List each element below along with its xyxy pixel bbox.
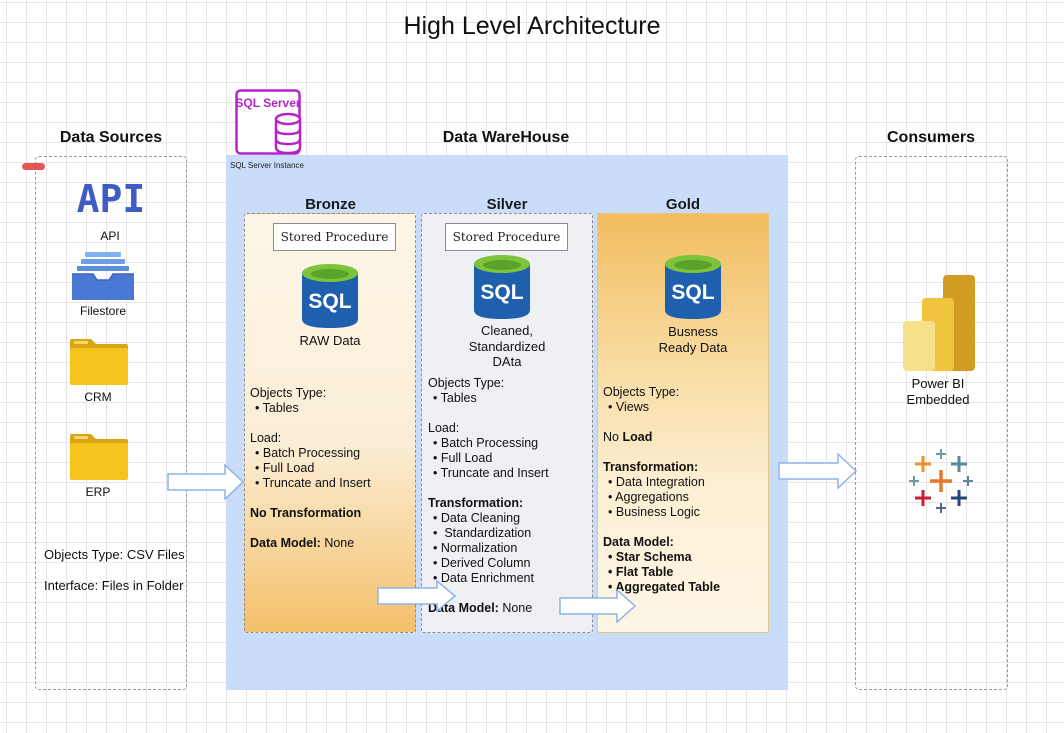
sources-objects-type: Objects Type: CSV Files [44,547,185,562]
api-icon: API [74,176,148,221]
sources-interface: Interface: Files in Folder [44,578,184,593]
silver-transformation-item: Data Enrichment [428,571,549,586]
bronze-data-model: Data Model: None [250,536,371,551]
gold-transformation-item: Aggregations [603,490,720,505]
silver-stored-procedure: Stored Procedure [445,223,568,251]
gold-data-model-item: Aggregated Table [603,580,720,595]
red-marker [22,163,45,170]
silver-transformation-item: Normalization [428,541,549,556]
gold-object-item: Views [603,400,720,415]
gold-transformation-item: Business Logic [603,505,720,520]
data-sources-container [35,156,187,690]
silver-transformation-header: Transformation: [428,496,524,510]
gold-data-model-header: Data Model: [603,535,674,549]
silver-transformation-item: Data Cleaning [428,511,549,526]
bronze-objects-header: Objects Type: [250,386,327,400]
arrow-warehouse-to-consumers [778,452,858,490]
silver-load-item: Batch Processing [428,436,549,451]
silver-caption-line: Cleaned, [480,323,534,338]
source-label-crm: CRM [84,390,112,404]
sql-server-logo-text: SQL Server [235,96,300,110]
silver-load-item: Full Load [428,451,549,466]
silver-transformation-item: Derived Column [428,556,549,571]
silver-objects-header: Objects Type: [428,376,505,390]
gold-title: Gold [665,196,701,213]
bronze-load-item: Full Load [250,461,371,476]
silver-caption-line: DAta [492,354,522,369]
sql-server-icon: SQL Server [235,89,303,156]
filestore-tray-icon [71,250,135,302]
power-bi-label: Power BI Embedded [888,376,988,407]
bronze-object-item: Tables [250,401,371,416]
bronze-load-header: Load: [250,431,282,445]
data-warehouse-header: Data WareHouse [442,129,570,146]
silver-data-model-value: None [502,601,533,615]
power-bi-label-line: Power BI [911,376,965,391]
bronze-sql-icon-text: SQL [308,290,351,313]
bronze-caption: RAW Data [250,333,410,349]
silver-sql-icon-text: SQL [480,281,523,304]
consumers-container [855,156,1008,690]
silver-transformation-item: Standardization [428,526,549,541]
bronze-load-item: Truncate and Insert [250,476,371,491]
silver-caption: Cleaned, Standardized DAta [421,323,593,370]
gold-load-word: Load [622,430,653,444]
silver-object-item: Tables [428,391,549,406]
gold-data-model-item: Flat Table [603,565,720,580]
gold-caption: Busness Ready Data [613,324,773,355]
bronze-title: Bronze [305,196,356,213]
source-label-erp: ERP [85,485,111,499]
bronze-data-model-label: Data Model: [250,536,321,550]
tableau-icon [906,448,976,514]
gold-details: Objects Type: Views No Load Transformati… [603,385,720,595]
api-logo-text: API [77,177,146,220]
gold-sql-database-icon: SQL [663,253,723,321]
bronze-details: Objects Type: Tables Load: Batch Process… [250,386,371,551]
bronze-load-item: Batch Processing [250,446,371,461]
gold-load-prefix: No [603,430,619,444]
gold-data-model-item: Star Schema [603,550,720,565]
silver-details: Objects Type: Tables Load: Batch Process… [428,376,549,616]
gold-caption-line: Ready Data [658,339,728,355]
bronze-caption-line: RAW Data [299,333,361,348]
gold-transformation-header: Transformation: [603,460,699,474]
power-bi-label-line: Embedded [906,391,970,407]
gold-caption-line: Busness [668,324,718,339]
arrow-silver-to-gold [559,588,637,624]
power-bi-icon [902,274,976,372]
gold-objects-header: Objects Type: [603,385,680,399]
bronze-sql-database-icon: SQL [300,262,360,330]
source-label-api: API [100,229,120,243]
bronze-transformation: No Transformation [250,506,362,520]
silver-load-header: Load: [428,421,460,435]
arrow-bronze-to-silver [377,579,457,613]
gold-load: No Load [603,430,720,445]
silver-sql-database-icon: SQL [472,253,532,321]
crm-folder-icon [69,337,129,387]
bronze-data-model-value: None [324,536,355,550]
sql-server-instance-label: SQL Server Instance [230,161,304,170]
gold-transformation-item: Data Integration [603,475,720,490]
silver-caption-line: Standardized [468,338,546,354]
data-sources-header: Data Sources [59,129,163,146]
source-label-filestore: Filestore [79,304,126,318]
gold-sql-icon-text: SQL [671,281,714,304]
silver-load-item: Truncate and Insert [428,466,549,481]
erp-folder-icon [69,432,129,482]
diagram-title: High Level Architecture [403,12,661,40]
arrow-sources-to-bronze [167,463,245,501]
silver-title: Silver [486,196,528,213]
consumers-header: Consumers [886,129,976,146]
bronze-stored-procedure: Stored Procedure [273,223,396,251]
